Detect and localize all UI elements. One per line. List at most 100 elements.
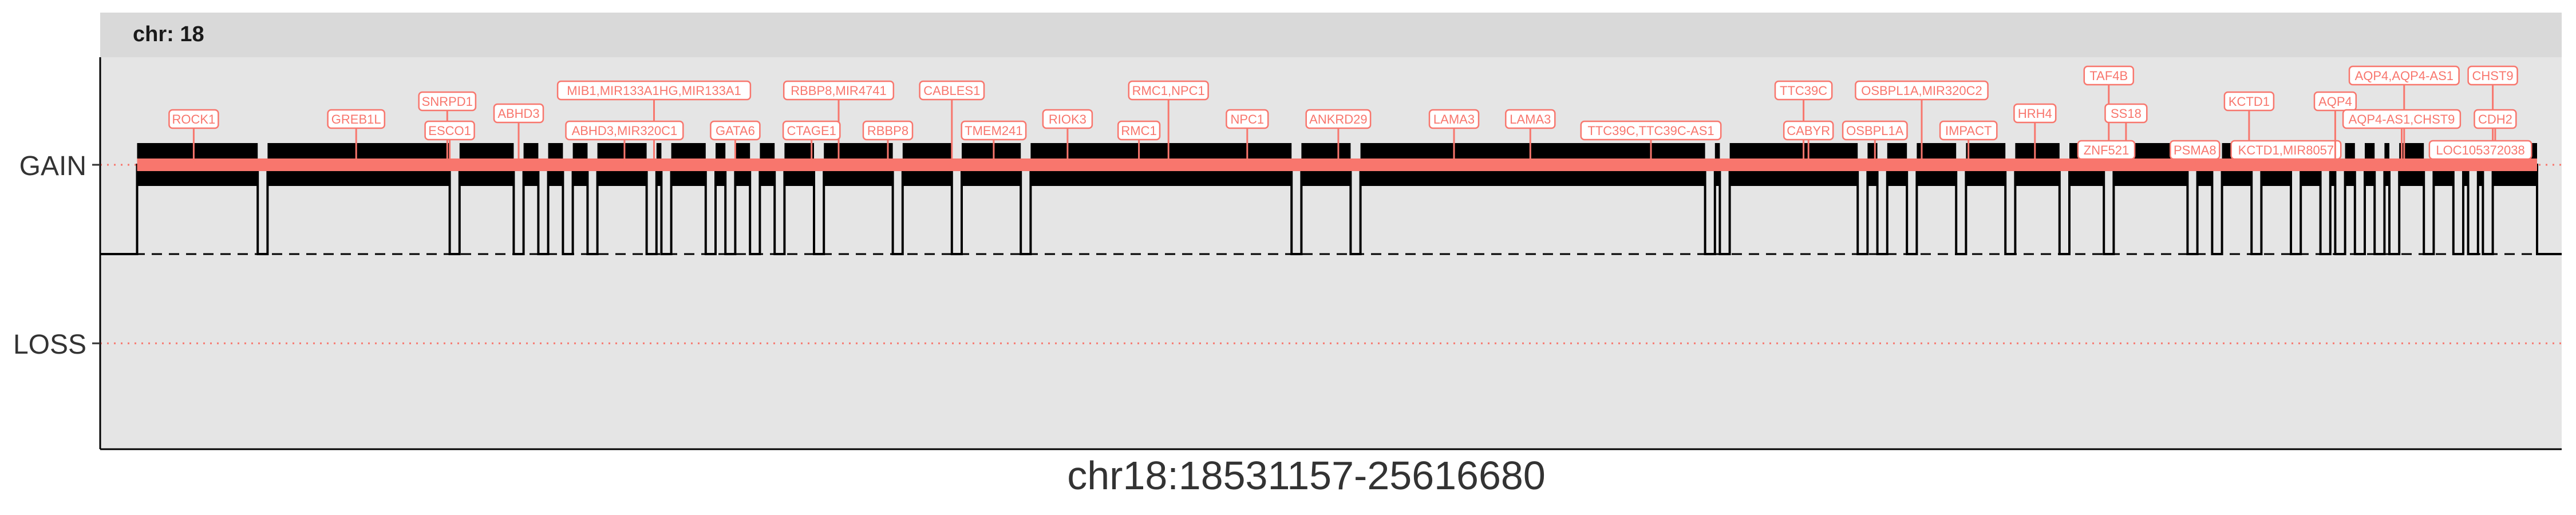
gene-label-text: HRH4 xyxy=(2018,106,2052,121)
gene-label-box xyxy=(2467,65,2518,86)
gene-label-text: OSBPL1A,MIR320C2 xyxy=(1861,84,1982,98)
gene-label: CABYR xyxy=(1783,120,1834,165)
gene-label: RMC1,NPC1 xyxy=(1128,80,1209,165)
gene-label-text: RBBP8,MIR4741 xyxy=(791,84,887,98)
gene-label: RMC1 xyxy=(1117,120,1161,165)
gene-label-box xyxy=(919,80,985,101)
x-axis-title: chr18:18531157-25616680 xyxy=(1067,453,1546,498)
gene-label: CHST9 xyxy=(2467,65,2518,165)
gene-label: SS18 xyxy=(2104,103,2148,165)
gene-label: ABHD3 xyxy=(493,103,544,165)
gene-label: TTC39C,TTC39C-AS1 xyxy=(1580,120,1722,165)
gene-label-box xyxy=(862,120,914,141)
gene-label-box xyxy=(2474,109,2517,129)
gene-label-box xyxy=(2428,140,2532,160)
gene-label: ABHD3,MIR320C1 xyxy=(565,120,684,165)
gene-label-text: SS18 xyxy=(2111,106,2142,121)
gene-label-box xyxy=(1783,120,1834,141)
gene-label-box xyxy=(418,91,477,112)
gene-label-text: RIOK3 xyxy=(1049,112,1086,126)
gene-label-text: CHST9 xyxy=(2472,69,2514,83)
gene-label-text: ESCO1 xyxy=(428,124,471,138)
gene-label: TMEM241 xyxy=(961,120,1027,165)
gene-label-text: LAMA3 xyxy=(1510,112,1551,126)
gene-label-text: MIB1,MIR133A1HG,MIR133A1 xyxy=(567,84,741,98)
gene-label: AQP4,AQP4-AS1 xyxy=(2348,65,2460,165)
gene-label-box xyxy=(710,120,761,141)
gene-label: PSMA8 xyxy=(2170,140,2221,165)
gene-label-box xyxy=(1117,120,1161,141)
gene-label: RIOK3 xyxy=(1042,109,1093,165)
gene-label: LAMA3 xyxy=(1505,109,1556,165)
gain-highlight xyxy=(137,159,2537,171)
gene-label-box xyxy=(782,120,841,141)
gene-label: CTAGE1 xyxy=(782,120,841,165)
gene-label-box xyxy=(2348,65,2460,86)
gene-label-box xyxy=(327,109,386,129)
gene-label: KCTD1 xyxy=(2223,91,2275,165)
gene-label-box xyxy=(168,109,219,129)
gene-label-box xyxy=(1305,109,1372,129)
gene-label-text: CABYR xyxy=(1787,124,1830,138)
gene-label: CABLES1 xyxy=(919,80,985,165)
gene-label-box xyxy=(1939,120,1998,141)
gene-label-text: GREB1L xyxy=(331,112,381,126)
gene-label-text: AQP4,AQP4-AS1 xyxy=(2355,69,2453,83)
gene-label-text: TAF4B xyxy=(2089,69,2128,83)
gene-label-box xyxy=(424,120,475,141)
gene-label-text: AQP4-AS1,CHST9 xyxy=(2349,112,2455,126)
gene-label: AQP4 xyxy=(2313,91,2357,165)
gene-label-box xyxy=(1580,120,1722,141)
gene-label-text: TMEM241 xyxy=(965,124,1022,138)
gene-label-box xyxy=(1842,120,1908,141)
gene-label-box xyxy=(2313,91,2357,112)
gene-label-box xyxy=(2104,103,2148,124)
gene-label: OSBPL1A xyxy=(1842,120,1908,165)
gene-label-box xyxy=(1428,109,1480,129)
gene-label-box xyxy=(556,80,752,101)
gene-label-box xyxy=(493,103,544,124)
gene-label-text: RMC1 xyxy=(1121,124,1156,138)
gene-label-box xyxy=(1505,109,1556,129)
gene-label-text: KCTD1,MIR8057 xyxy=(2238,143,2334,157)
gene-label-text: PSMA8 xyxy=(2174,143,2217,157)
gene-label: ESCO1 xyxy=(424,120,475,165)
gene-label: GREB1L xyxy=(327,109,386,165)
gene-label: GATA6 xyxy=(710,120,761,165)
gene-label-text: OSBPL1A xyxy=(1846,124,1904,138)
gene-label-text: AQP4 xyxy=(2318,94,2352,109)
gene-label: HRH4 xyxy=(2013,103,2057,165)
gene-label-text: LOC105372038 xyxy=(2436,143,2524,157)
gene-label: ZNF521 xyxy=(2077,140,2136,165)
gene-label-text: ABHD3 xyxy=(497,106,539,121)
gene-label-box xyxy=(1774,80,1833,101)
gene-label-text: KCTD1 xyxy=(2229,94,2270,109)
gene-label-box xyxy=(1042,109,1093,129)
gene-label-text: LAMA3 xyxy=(1433,112,1475,126)
gene-label: IMPACT xyxy=(1939,120,1998,165)
gene-label-text: RBBP8 xyxy=(867,124,908,138)
gene-label-box xyxy=(783,80,895,101)
gene-label-text: ABHD3,MIR320C1 xyxy=(572,124,678,138)
gene-label: LAMA3 xyxy=(1428,109,1480,165)
gene-label-text: ANKRD29 xyxy=(1309,112,1367,126)
y-tick-label-loss: LOSS xyxy=(13,330,86,360)
gene-label-box xyxy=(1855,80,1989,101)
gene-label-box xyxy=(2230,140,2342,160)
gene-label-box xyxy=(2077,140,2136,160)
gene-label-box xyxy=(2342,109,2462,129)
gene-label-text: GATA6 xyxy=(716,124,755,138)
gene-label: RBBP8 xyxy=(862,120,914,165)
gene-label-text: IMPACT xyxy=(1945,124,1992,138)
gene-label-text: CDH2 xyxy=(2478,112,2512,126)
gene-label-box xyxy=(2223,91,2275,112)
gene-label-text: RMC1,NPC1 xyxy=(1132,84,1205,98)
gene-label: AQP4-AS1,CHST9 xyxy=(2342,109,2462,165)
gene-label: ANKRD29 xyxy=(1305,109,1372,165)
gain-highlight-bar xyxy=(137,159,2537,171)
gene-label-text: SNRPD1 xyxy=(422,94,473,109)
gene-label: NPC1 xyxy=(1226,109,1269,165)
